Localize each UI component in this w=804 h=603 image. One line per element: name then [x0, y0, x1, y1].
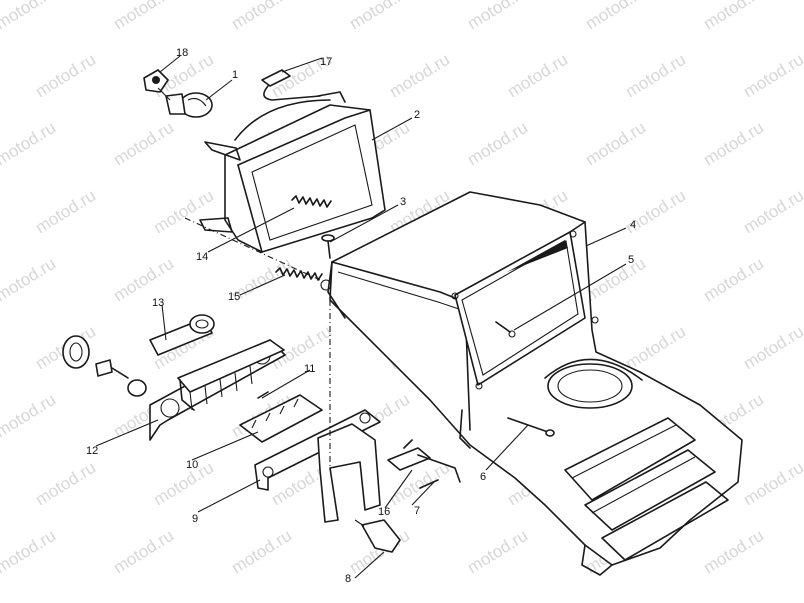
- watermark-text-25: motod.ru: [740, 50, 804, 102]
- callout-1: 1: [232, 69, 238, 81]
- watermark-text-46: motod.ru: [0, 254, 59, 306]
- watermark-text-74: motod.ru: [150, 458, 217, 510]
- callout-3: 3: [400, 196, 406, 208]
- callout-10: 10: [186, 459, 198, 471]
- toggle-switch: [387, 439, 461, 489]
- watermark-text-15: motod.ru: [582, 0, 649, 33]
- console-housing: [327, 191, 743, 576]
- callout-18: 18: [176, 47, 188, 59]
- callout-14: 14: [196, 251, 208, 263]
- watermark-text-28: motod.ru: [0, 118, 59, 170]
- window-screw: [495, 321, 516, 338]
- callout-labels: 1 2 3 4 5 6 7 8 9 10 11 12 13 14 15 16 1…: [86, 47, 636, 585]
- watermark-text-19: motod.ru: [32, 50, 99, 102]
- bulb-socket: [143, 69, 171, 101]
- callout-4: 4: [630, 219, 636, 231]
- callout-7: 7: [414, 505, 420, 517]
- callout-17: 17: [320, 56, 332, 68]
- ignition-key: [62, 335, 147, 397]
- watermark-text-32: motod.ru: [464, 118, 531, 170]
- headlight-bulb: [165, 92, 213, 118]
- connector-plug: [354, 519, 401, 553]
- watermark-text-24: motod.ru: [622, 50, 689, 102]
- watermark-text-14: motod.ru: [464, 0, 531, 33]
- watermark-text-73: motod.ru: [32, 458, 99, 510]
- watermark-text-29: motod.ru: [110, 118, 177, 170]
- callout-12: 12: [86, 445, 98, 457]
- watermark-text-23: motod.ru: [504, 50, 571, 102]
- watermark-text-82: motod.ru: [0, 526, 59, 578]
- watermark-text-84: motod.ru: [228, 526, 295, 578]
- terminal-block: [177, 339, 285, 411]
- watermark-text-64: motod.ru: [0, 390, 59, 442]
- watermark-text-51: motod.ru: [582, 254, 649, 306]
- headlight-housing: [199, 91, 386, 253]
- watermark-text-52: motod.ru: [700, 254, 767, 306]
- watermark-text-34: motod.ru: [700, 118, 767, 170]
- callout-9: 9: [192, 513, 198, 525]
- spring-lower: [275, 267, 332, 291]
- watermark-text-60: motod.ru: [622, 322, 689, 374]
- watermark-text-33: motod.ru: [582, 118, 649, 170]
- callout-16: 16: [378, 506, 390, 518]
- watermark-text-10: motod.ru: [0, 0, 59, 33]
- watermark-text-13: motod.ru: [346, 0, 413, 33]
- callout-15: 15: [228, 291, 240, 303]
- callout-6: 6: [480, 471, 486, 483]
- watermark-text-12: motod.ru: [228, 0, 295, 33]
- watermark-text-88: motod.ru: [700, 526, 767, 578]
- callout-13: 13: [152, 297, 164, 309]
- switch-module: [239, 391, 323, 443]
- grommet: [189, 314, 215, 334]
- watermark-text-11: motod.ru: [110, 0, 177, 33]
- watermark-text-86: motod.ru: [464, 526, 531, 578]
- watermark-text-16: motod.ru: [700, 0, 767, 33]
- leader-lines: [95, 55, 627, 579]
- wire-clip: [261, 69, 321, 101]
- spring-upper: [291, 195, 332, 208]
- callout-5: 5: [628, 254, 634, 266]
- watermark-text-37: motod.ru: [32, 186, 99, 238]
- watermark-text-61: motod.ru: [740, 322, 804, 374]
- callout-8: 8: [345, 573, 351, 585]
- watermark-text-43: motod.ru: [740, 186, 804, 238]
- watermark-text-79: motod.ru: [740, 458, 804, 510]
- adjust-screw: [321, 234, 335, 259]
- callout-2: 2: [414, 109, 420, 121]
- lower-bracket: [254, 409, 381, 523]
- callout-11: 11: [304, 363, 315, 375]
- watermark-text-22: motod.ru: [386, 50, 453, 102]
- watermark-text-47: motod.ru: [110, 254, 177, 306]
- watermark-text-83: motod.ru: [110, 526, 177, 578]
